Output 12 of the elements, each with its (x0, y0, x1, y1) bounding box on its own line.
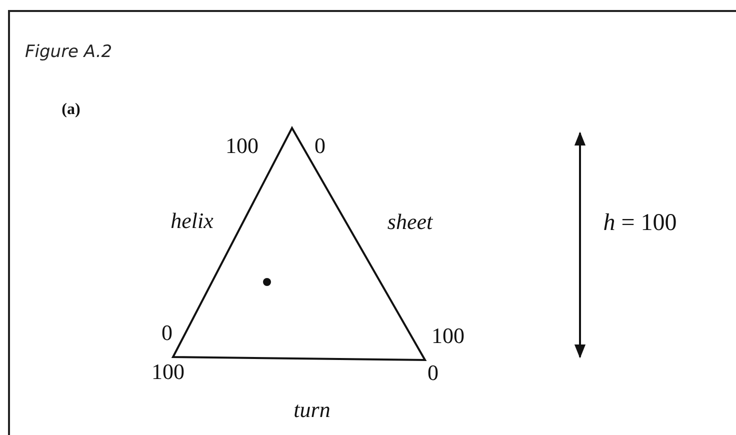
axis-name: turn (294, 399, 330, 421)
panel-label: (a) (62, 102, 80, 118)
axis-value: 100 (152, 361, 184, 383)
axis-value: 100 (226, 135, 258, 157)
figure-title: Figure A.2 (25, 42, 112, 62)
axis-name: helix (170, 210, 214, 232)
axis-value: 100 (432, 325, 464, 347)
axis-value: 0 (314, 135, 326, 157)
height-label: h = 100 (603, 211, 677, 235)
axis-name: sheet (387, 211, 433, 233)
axis-value: 0 (162, 322, 172, 344)
axis-value: 0 (428, 362, 438, 384)
